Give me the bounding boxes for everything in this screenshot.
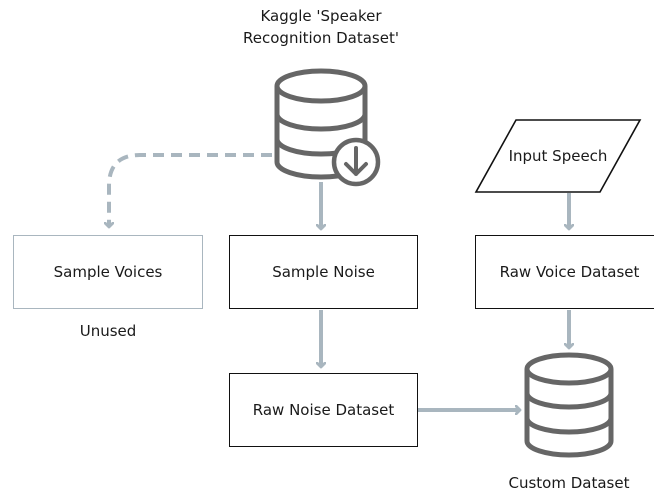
raw-noise-dataset-box: Raw Noise Dataset — [229, 373, 418, 447]
arrow-source-to-sample-voices — [109, 153, 272, 227]
raw-voice-dataset-box: Raw Voice Dataset — [475, 235, 654, 309]
input-speech-label: Input Speech — [508, 147, 608, 165]
database-download-icon — [274, 68, 381, 187]
source-title-line2: Recognition Dataset' — [243, 29, 399, 47]
database-icon — [524, 352, 614, 458]
sample-noise-box: Sample Noise — [229, 235, 418, 309]
download-icon — [331, 137, 381, 187]
input-speech-shape — [474, 119, 642, 193]
unused-label: Unused — [79, 322, 137, 340]
custom-dataset-label: Custom Dataset — [508, 474, 630, 492]
source-title-line1: Kaggle 'Speaker — [260, 7, 382, 25]
sample-voices-box: Sample Voices — [13, 235, 203, 309]
